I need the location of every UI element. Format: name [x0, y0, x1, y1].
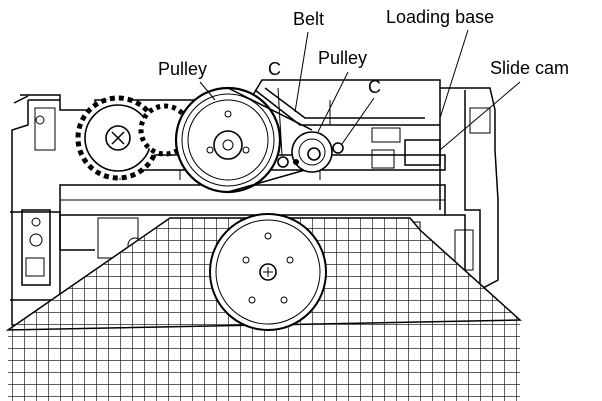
- label-pulley-left: Pulley: [158, 59, 207, 79]
- label-belt: Belt: [293, 9, 324, 29]
- label-loading-base: Loading base: [386, 7, 494, 27]
- turntable-icon: [209, 213, 327, 331]
- label-pulley-right: Pulley: [318, 48, 367, 68]
- large-pulley-icon: [174, 86, 282, 194]
- c-clip-right-icon: [332, 142, 344, 154]
- small-pulley-icon: [291, 131, 333, 173]
- leader-lines: [199, 29, 521, 156]
- loading-base-part: [254, 87, 440, 126]
- label-c-right: C: [368, 77, 381, 97]
- c-clip-left-icon: [277, 156, 289, 168]
- label-c-left: C: [268, 59, 281, 79]
- label-slide-cam: Slide cam: [490, 58, 569, 78]
